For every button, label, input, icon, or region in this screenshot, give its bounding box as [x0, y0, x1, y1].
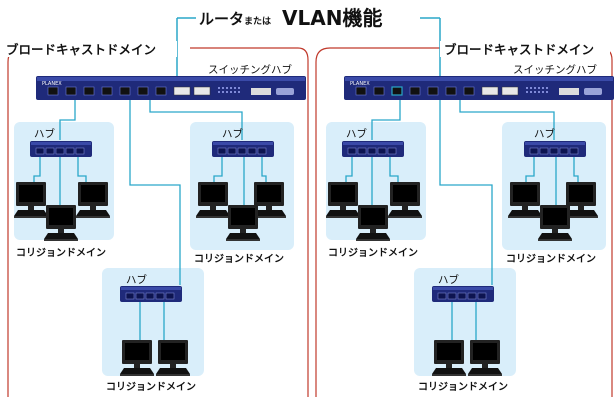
broadcast-domain-left: PLANEX スイッチングハブ ブロードキャストドメイン ハブ コリジョンドメイ…	[5, 18, 309, 397]
collision-label: コリジョンドメイン	[194, 253, 284, 265]
collision-label: コリジョンドメイン	[16, 247, 106, 259]
computer-icon	[196, 182, 230, 218]
collision-label: コリジョンドメイン	[418, 381, 508, 393]
title-vlan: VLAN機能	[282, 6, 382, 30]
hub-label: ハブ	[534, 127, 555, 140]
broadcast-label-right: ブロードキャストドメイン	[444, 42, 594, 57]
broadcast-label-left: ブロードキャストドメイン	[6, 42, 156, 57]
switch-left: PLANEX	[35, 75, 307, 101]
hub-label: ハブ	[438, 273, 459, 286]
uplink-port	[391, 86, 403, 96]
broadcast-label-bg	[440, 41, 610, 57]
hub-icon	[211, 140, 275, 158]
computer-icon	[432, 340, 466, 376]
switch-label-left: スイッチングハブ	[208, 63, 292, 76]
collision-label: コリジョンドメイン	[106, 381, 196, 393]
computer-icon	[468, 340, 502, 376]
domain-outline-right	[315, 47, 440, 397]
computer-icon	[226, 205, 260, 241]
computer-icon	[538, 205, 572, 241]
link	[129, 100, 181, 285]
computer-icon	[508, 182, 542, 218]
hub-label: ハブ	[346, 127, 367, 140]
computer-icon	[388, 182, 422, 218]
hub-icon	[341, 140, 405, 158]
computer-icon	[356, 205, 390, 241]
hub-icon	[523, 140, 587, 158]
switch-brand: PLANEX	[42, 81, 62, 87]
computer-icon	[44, 205, 78, 241]
title-conjunction: または	[244, 16, 271, 27]
hub-icon	[119, 285, 183, 303]
hub-label: ハブ	[34, 127, 55, 140]
collision-label: コリジョンドメイン	[506, 253, 596, 265]
hub-icon	[29, 140, 93, 158]
broadcast-domain-right: PLANEX スイッチングハブ ブロードキャストドメイン ハブ コリジョンドメイ…	[315, 18, 615, 397]
computer-icon	[120, 340, 154, 376]
links-right	[345, 100, 579, 340]
computer-icon	[156, 340, 190, 376]
switch-right: PLANEX	[343, 75, 615, 101]
link	[59, 100, 76, 140]
hub-label: ハブ	[222, 127, 243, 140]
switch-brand: PLANEX	[350, 81, 370, 87]
hub-icon	[431, 285, 495, 303]
hub-label: ハブ	[126, 273, 147, 286]
computer-icon	[76, 182, 110, 218]
switch-icon	[35, 75, 307, 101]
title-router: ルータ	[199, 10, 244, 28]
broadcast-label-bg	[5, 41, 177, 57]
link	[149, 100, 243, 140]
switch-icon	[343, 75, 615, 101]
switch-label-right: スイッチングハブ	[513, 63, 597, 76]
collision-label: コリジョンドメイン	[328, 247, 418, 259]
collision-bg-left-3	[102, 268, 204, 376]
computer-icon	[326, 182, 360, 218]
computer-icon	[14, 182, 48, 218]
links-left	[33, 100, 267, 340]
collision-bg-right-3	[414, 268, 516, 376]
domain-outline-left-right	[190, 47, 309, 397]
